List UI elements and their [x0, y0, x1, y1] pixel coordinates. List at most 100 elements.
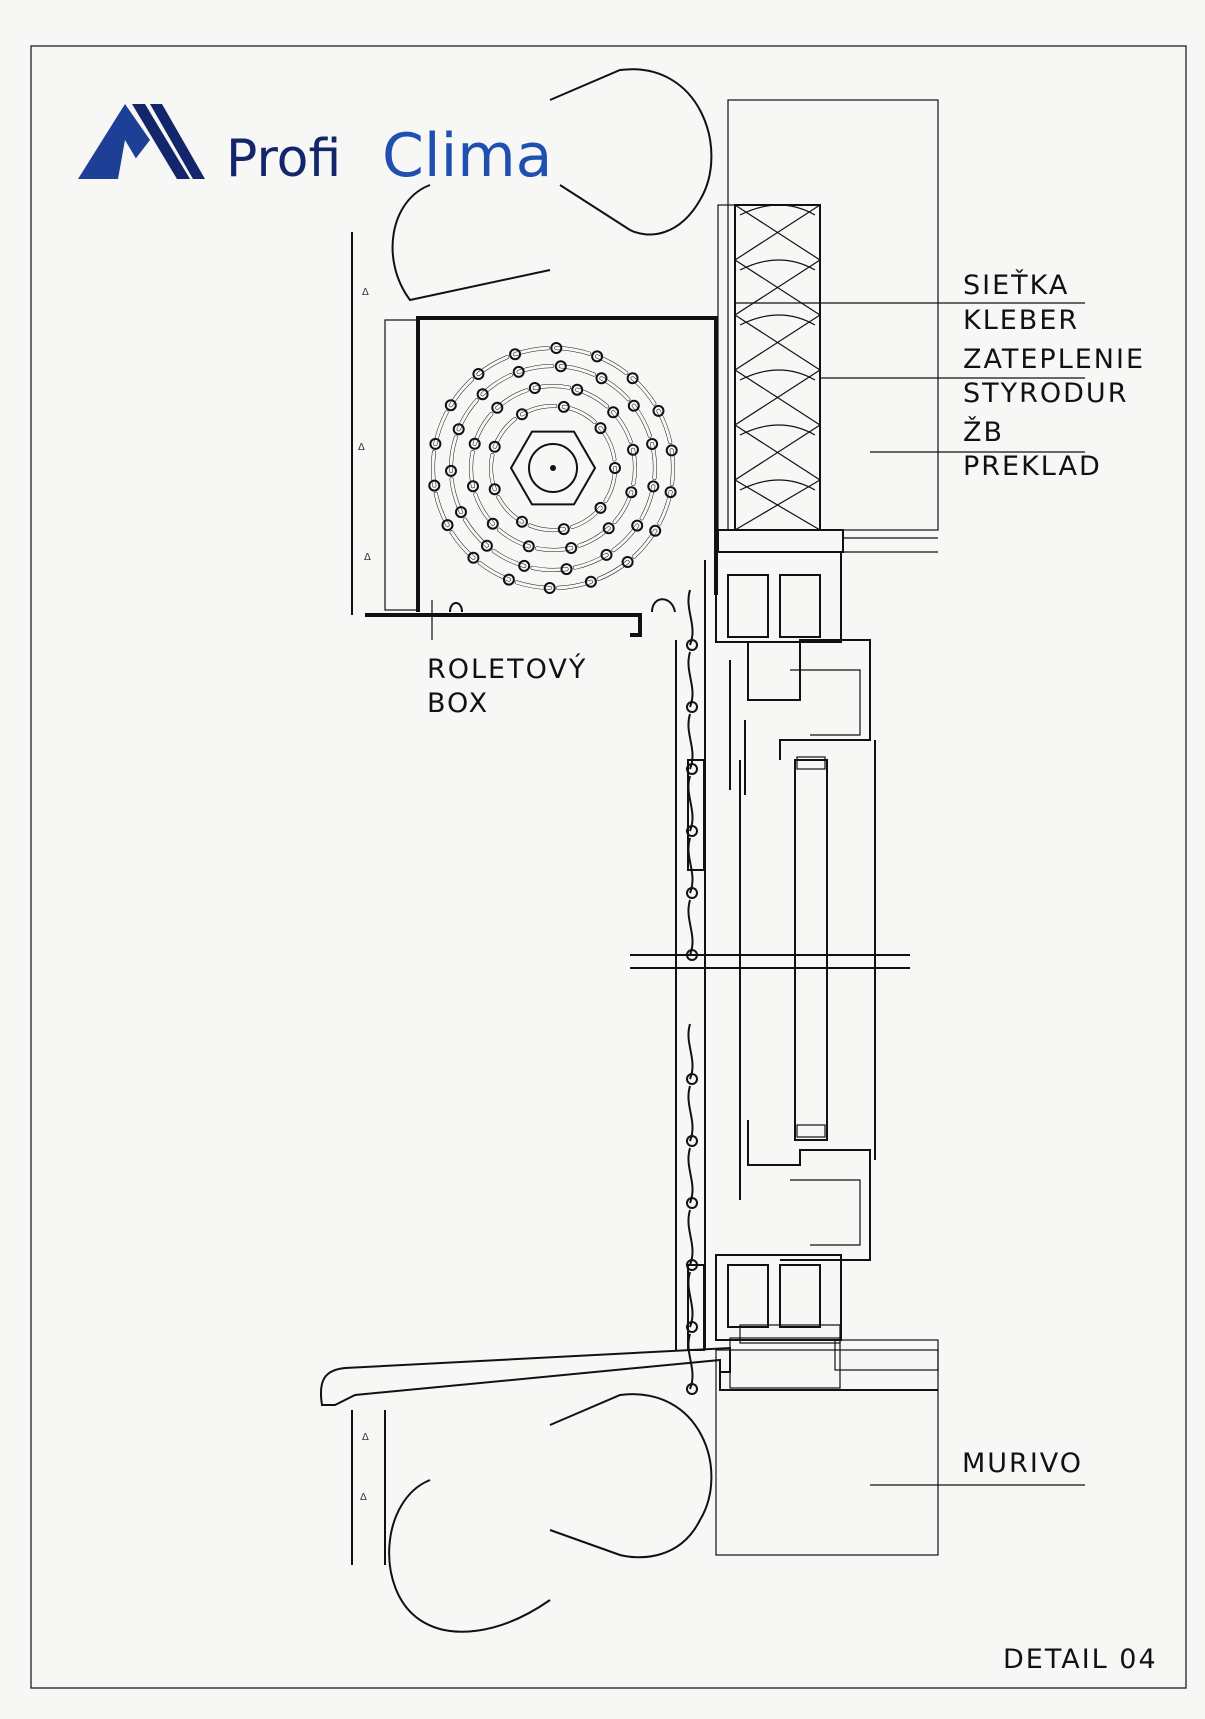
coil-slat-inner	[640, 484, 655, 520]
coil-hinge	[550, 342, 563, 354]
coil-slat-inner	[613, 490, 633, 524]
coil-slat-inner	[520, 404, 557, 416]
curtain-slat	[687, 775, 694, 832]
coil-hinge	[652, 404, 665, 417]
coil-slat-inner	[657, 409, 672, 444]
coil-hinge	[491, 401, 504, 414]
coil-hinge	[518, 559, 531, 572]
coil-slat-inner	[476, 355, 509, 376]
coil-slat-inner	[650, 442, 657, 480]
coil-slat-inner	[495, 388, 529, 410]
roller-shutter-box	[365, 316, 718, 637]
coil-slat-inner	[595, 354, 628, 375]
coil-hinge	[600, 548, 613, 561]
coil-hinge	[665, 444, 678, 457]
coil-hinge	[626, 372, 639, 385]
coil-hinge	[554, 360, 567, 373]
coil-hinge	[625, 486, 638, 499]
coil-hinge	[560, 563, 573, 576]
coil-slat-inner	[612, 524, 639, 552]
coil-hinge	[467, 551, 480, 564]
curtain-hinge	[686, 887, 698, 899]
label-styrodur: STYRODUR	[963, 378, 1128, 409]
coil-slat-inner	[434, 492, 449, 527]
coil-hinge	[516, 408, 528, 421]
logo-text-profi: Profi	[226, 129, 341, 189]
svg-text:Δ: Δ	[358, 442, 365, 453]
coil-slat-inner	[632, 404, 652, 438]
coil-hinge	[571, 383, 584, 396]
coil-slat-inner	[528, 524, 566, 532]
curtain-slat	[687, 1085, 694, 1142]
window-sill	[320, 1337, 938, 1406]
label-kleber: KLEBER	[963, 305, 1079, 336]
curtain-slat	[687, 1147, 694, 1204]
coil-slat-inner	[577, 526, 611, 548]
coil-slat-inner	[556, 580, 593, 590]
coil-slat-inner	[570, 506, 602, 529]
coil-slat-inner	[489, 453, 497, 491]
coil-hinge	[646, 438, 659, 450]
coil-hinge	[649, 524, 662, 537]
coil-hinge	[602, 522, 615, 535]
coil-hinge	[488, 483, 501, 496]
coil-slat-inner	[492, 549, 526, 568]
curtain-slat	[687, 651, 694, 708]
break-curve-top	[391, 68, 713, 302]
profi-clima-logo: Profi Clima	[78, 104, 552, 191]
coil-slat-inner	[575, 388, 609, 408]
curtain-hinge	[686, 1073, 698, 1085]
coil-hinge	[480, 539, 493, 552]
coil-hinge	[429, 437, 442, 450]
curtain-hinge	[686, 1197, 698, 1209]
label-zb: ŽB	[963, 416, 1004, 448]
logo-text-clima: Clima	[382, 121, 552, 191]
kleber-layer	[717, 204, 736, 531]
coil-hinge	[594, 501, 607, 514]
curtain-hinge	[686, 825, 698, 837]
coil-slat-inner	[449, 435, 458, 473]
coil-hinge	[664, 486, 677, 499]
coil-slat-inner	[457, 398, 479, 431]
window-frame-top	[715, 551, 871, 795]
coil-hinge	[621, 556, 634, 568]
coil-hinge	[467, 480, 479, 493]
coil-hinge	[441, 519, 454, 532]
coil-slat-inner	[670, 448, 675, 486]
coil-hinge	[468, 437, 481, 450]
coil-hinge	[627, 443, 639, 456]
sheet-border	[30, 45, 1187, 1689]
window-glass	[739, 740, 876, 1200]
shutter-curtain	[675, 560, 706, 1395]
shutter-coil	[428, 342, 678, 594]
coil-hinge	[595, 372, 608, 385]
coil-slat-inner	[493, 417, 517, 449]
label-roletovy: ROLETOVÝ	[427, 653, 587, 685]
coil-slat-inner	[449, 377, 474, 407]
leader-lines	[431, 302, 1085, 1486]
coil-slat-inner	[531, 566, 568, 572]
coil-hinge	[557, 400, 570, 413]
label-preklad: PREKLAD	[963, 451, 1102, 482]
coil-slat-inner	[573, 553, 608, 570]
coil-slat-inner	[473, 412, 493, 446]
curtain-slat	[687, 837, 694, 894]
coil-slat-inner	[535, 546, 573, 552]
break-line-middle	[630, 954, 910, 969]
exterior-plaster-top: Δ Δ Δ	[351, 232, 419, 615]
coil-hinge	[455, 506, 467, 519]
coil-slat-inner	[473, 492, 495, 526]
svg-text:Δ: Δ	[364, 552, 371, 563]
curtain-slat	[687, 1209, 694, 1266]
curtain-slat	[687, 1271, 694, 1328]
coil-hinge	[516, 515, 528, 528]
curtain-hinge	[686, 1259, 698, 1271]
curtain-hinge	[686, 639, 698, 651]
axle-center	[550, 465, 556, 471]
coil-hinge	[528, 382, 541, 394]
coil-slat-inner	[631, 448, 637, 486]
coil-slat-inner	[469, 450, 475, 488]
axle-ring	[528, 443, 578, 493]
label-detail: DETAIL 04	[1003, 1644, 1158, 1675]
